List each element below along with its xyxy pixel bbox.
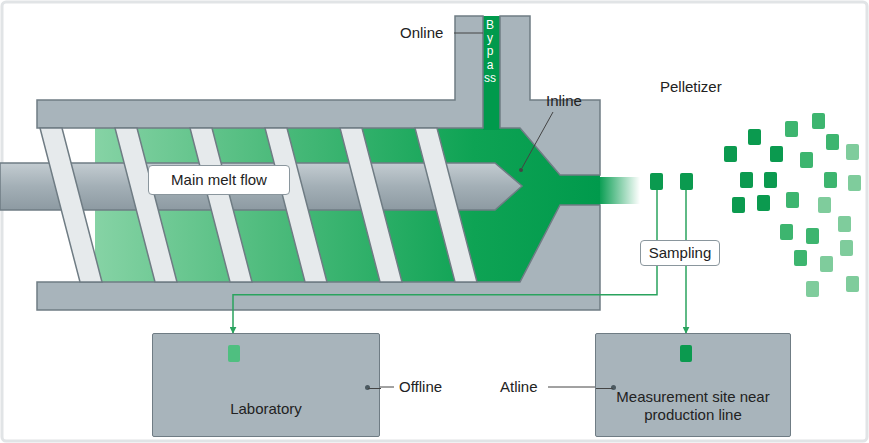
pellet (680, 345, 692, 362)
sample-line (656, 190, 658, 240)
box-label: Laboratory (230, 400, 302, 418)
box-label: Sampling (649, 244, 712, 262)
barrel-upper-wall (37, 16, 483, 128)
bypass-melt (483, 16, 500, 130)
site-box: Laboratory (152, 333, 380, 437)
leader-line (548, 387, 595, 388)
channel-label: Bypass (484, 19, 496, 85)
pellet-cloud (724, 113, 861, 297)
sample-connector (233, 266, 657, 333)
box-label: Main melt flow (171, 171, 267, 189)
callout-label: Pelletizer (660, 78, 722, 96)
pellet (680, 173, 693, 190)
screw-flights (40, 128, 477, 282)
callout-label: Online (400, 24, 443, 42)
pellet (228, 345, 240, 362)
callout-label: Inline (546, 92, 582, 110)
callout-label: Atline (500, 378, 538, 396)
leader-line (380, 387, 394, 388)
process-box: Sampling (640, 240, 720, 266)
process-box: Main melt flow (148, 165, 290, 195)
site-box: Measurement site near production line (595, 333, 791, 437)
callout-label: Offline (399, 378, 442, 396)
sample-connector (685, 266, 687, 333)
leader-dot (519, 168, 523, 172)
leader-line (454, 33, 483, 34)
box-label: Measurement site near production line (611, 388, 776, 424)
leader-line (368, 388, 381, 389)
melt-strand (598, 177, 640, 204)
leader-line (596, 388, 613, 389)
sample-line (685, 190, 687, 240)
leader-line (522, 112, 553, 168)
barrel-right-wall (500, 16, 600, 175)
pellet (650, 173, 663, 190)
